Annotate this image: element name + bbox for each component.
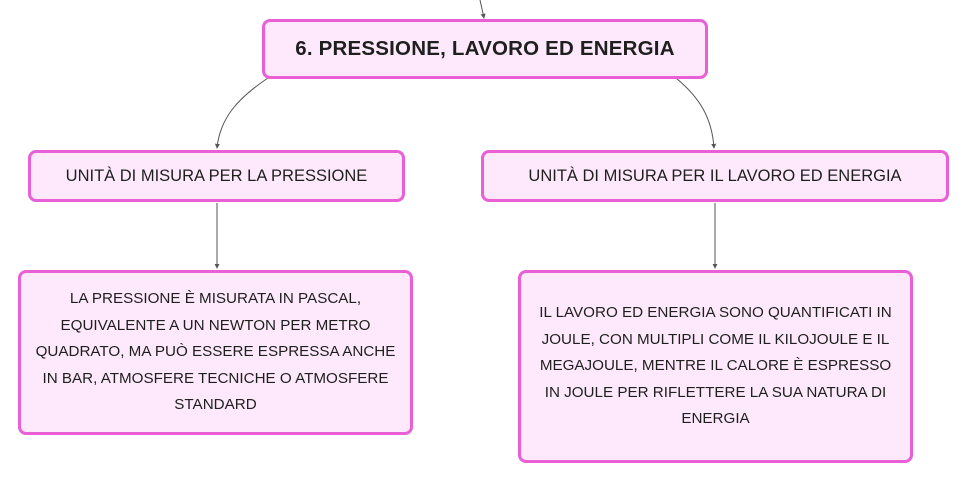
root-topic[interactable]: 6. PRESSIONE, LAVORO ED ENERGIA [262, 19, 708, 79]
subtopic-pressure-units[interactable]: UNITÀ DI MISURA PER LA PRESSIONE [28, 150, 405, 202]
detail-pressure[interactable]: LA PRESSIONE È MISURATA IN PASCAL, EQUIV… [18, 270, 413, 435]
subtopic-work-energy-units[interactable]: UNITÀ DI MISURA PER IL LAVORO ED ENERGIA [481, 150, 949, 202]
connector-root-to-work-energy [675, 77, 717, 149]
detail-work-energy-text: IL LAVORO ED ENERGIA SONO QUANTIFICATI I… [539, 304, 892, 428]
connector-root-to-pressure [214, 77, 269, 149]
root-topic-label: 6. PRESSIONE, LAVORO ED ENERGIA [295, 37, 675, 60]
detail-pressure-text: LA PRESSIONE È MISURATA IN PASCAL, EQUIV… [35, 290, 396, 414]
detail-work-energy[interactable]: IL LAVORO ED ENERGIA SONO QUANTIFICATI I… [518, 270, 913, 463]
connector-parent-to-root [479, 0, 486, 19]
subtopic-pressure-units-label: UNITÀ DI MISURA PER LA PRESSIONE [65, 166, 368, 185]
subtopic-work-energy-units-label: UNITÀ DI MISURA PER IL LAVORO ED ENERGIA [528, 166, 902, 185]
